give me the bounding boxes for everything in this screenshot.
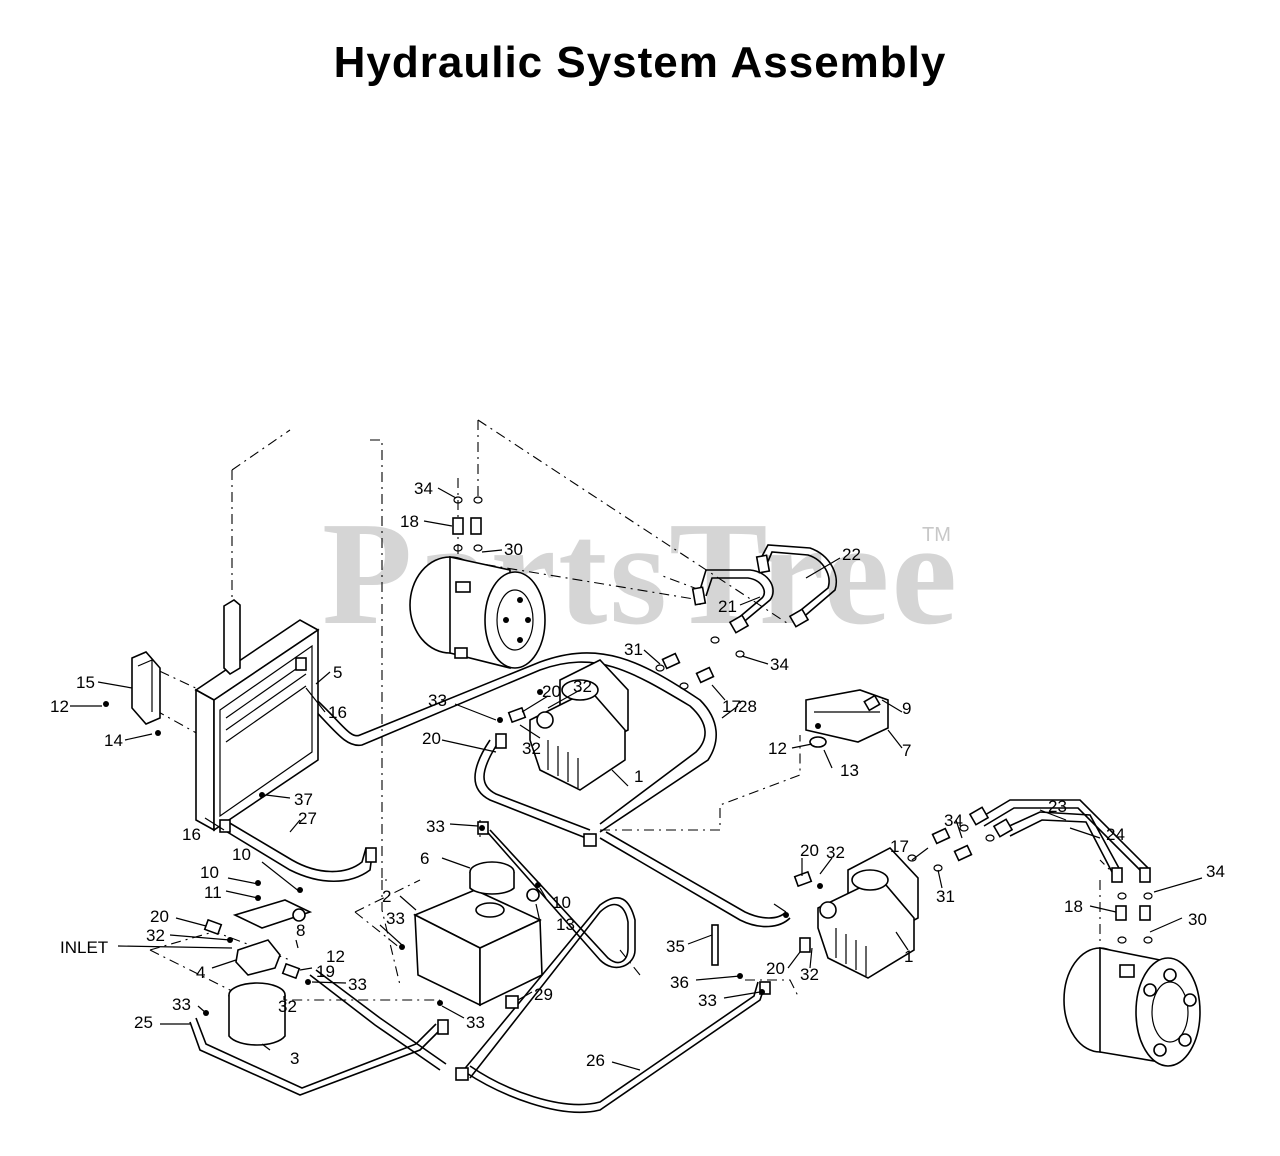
fittings: [203, 517, 1151, 1081]
callout: 7: [902, 741, 911, 760]
callout: INLET: [60, 938, 108, 957]
callout: 10: [552, 893, 571, 912]
callout: 20: [542, 682, 561, 701]
callout: 33: [172, 995, 191, 1014]
callout: 16: [182, 825, 201, 844]
callout: 22: [842, 545, 861, 564]
callout: 10: [232, 845, 251, 864]
callout: 34: [944, 811, 963, 830]
filter-head: [235, 939, 281, 976]
callout: 32: [522, 739, 541, 758]
callout: 32: [573, 677, 592, 696]
callout: 8: [296, 921, 305, 940]
oil-filter: [228, 982, 286, 1046]
callout: 13: [840, 761, 859, 780]
callout: 6: [420, 849, 429, 868]
callout: 26: [586, 1051, 605, 1070]
callout: 33: [466, 1013, 485, 1032]
callout: 24: [1106, 825, 1125, 844]
callout: 12: [768, 739, 787, 758]
callout: 25: [134, 1013, 153, 1032]
hydraulic-pump-left: [529, 659, 629, 791]
callout: 31: [936, 887, 955, 906]
callout: 32: [800, 965, 819, 984]
hydraulic-pump-right: [817, 847, 919, 979]
page-title: Hydraulic System Assembly: [333, 38, 947, 87]
callout: 32: [146, 926, 165, 945]
callout: 2: [382, 887, 391, 906]
callout: 17: [722, 697, 741, 716]
callout: 13: [556, 915, 575, 934]
callout: 33: [428, 691, 447, 710]
bracket-15: [131, 651, 161, 725]
callout: 20: [766, 959, 785, 978]
callout: 27: [298, 809, 317, 828]
hose-lines: [189, 652, 791, 1114]
callout: 17: [890, 837, 909, 856]
callout: 1: [634, 767, 643, 786]
callout: 30: [1188, 910, 1207, 929]
steel-tube-21-22: [691, 544, 837, 634]
callout: 19: [316, 962, 335, 981]
callout: 33: [698, 991, 717, 1010]
callout: 3: [290, 1049, 299, 1068]
callout: 20: [422, 729, 441, 748]
callout: 34: [1206, 862, 1225, 881]
oil-cooler: [194, 619, 320, 832]
callout: 15: [76, 673, 95, 692]
callout: 23: [1048, 797, 1067, 816]
watermark-trademark: TM: [922, 524, 951, 546]
callout: 34: [414, 479, 433, 498]
callout: 37: [294, 790, 313, 809]
callout: 34: [770, 655, 789, 674]
leader-lines: [70, 487, 1203, 1071]
callout-labels: 34 18 30 22 21 31 34 17 5 15 12 14 16 33…: [50, 479, 1225, 1070]
reservoir-cap: [469, 861, 515, 895]
callout: 33: [348, 975, 367, 994]
callout: 5: [333, 663, 342, 682]
callout: 18: [400, 512, 419, 531]
callout: 30: [504, 540, 523, 559]
callout: 20: [150, 907, 169, 926]
callout: 16: [328, 703, 347, 722]
callout: 35: [666, 937, 685, 956]
callout: 12: [326, 947, 345, 966]
callout: 20: [800, 841, 819, 860]
callout: 29: [534, 985, 553, 1004]
callout: 21: [718, 597, 737, 616]
callout: 10: [200, 863, 219, 882]
filter-bracket: [232, 899, 313, 929]
bracket-upper: [223, 599, 241, 676]
callout: 32: [826, 843, 845, 862]
callout: 18: [1064, 897, 1083, 916]
wheel-motor-top: [409, 556, 546, 670]
callout: 28: [738, 697, 757, 716]
hydraulic-reservoir: [413, 889, 543, 1007]
wheel-motor-right: [1063, 947, 1201, 1067]
callout: 36: [670, 973, 689, 992]
callout: 12: [50, 697, 69, 716]
callout: 33: [426, 817, 445, 836]
callout: 9: [902, 699, 911, 718]
callout: 33: [386, 909, 405, 928]
callout: 31: [624, 640, 643, 659]
callout: 4: [196, 963, 205, 982]
callout: 32: [278, 997, 297, 1016]
callout: 14: [104, 731, 123, 750]
callout: 11: [204, 883, 222, 902]
steel-tube-23-24: [968, 799, 1151, 883]
callout: 1: [904, 947, 913, 966]
